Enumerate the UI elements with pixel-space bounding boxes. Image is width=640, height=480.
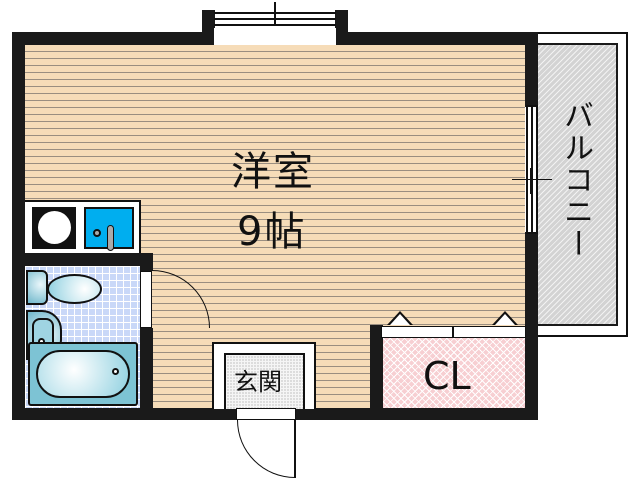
toilet-tank: [26, 270, 48, 305]
wall-closet-left: [370, 325, 383, 420]
closet-area: [383, 337, 525, 408]
wall-bath-right-lower: [140, 328, 153, 420]
bathtub-drain-icon: [112, 368, 119, 375]
balcony-area: [538, 43, 618, 326]
genkan-floor: [224, 353, 305, 409]
wall-right-upper: [525, 32, 538, 107]
western-room-size: 9帖: [237, 209, 307, 255]
gas-stove: [32, 207, 76, 249]
stove-burner-icon: [38, 211, 71, 244]
genkan-label: 玄関: [234, 368, 282, 396]
window-marker: [274, 2, 276, 24]
bathtub: [28, 342, 138, 406]
bathroom-door[interactable]: [140, 271, 152, 328]
entry-door-swing: [237, 420, 295, 478]
kitchen-sink: [84, 207, 134, 251]
entry-door[interactable]: [236, 408, 296, 420]
balcony-label: バルコニー: [558, 100, 593, 260]
sink-drain-icon: [93, 229, 101, 237]
balcony-window-marker-v: [530, 168, 531, 194]
wall-top-left: [12, 32, 214, 45]
closet-door-right[interactable]: [453, 326, 526, 338]
wall-bath-top: [12, 253, 153, 266]
balcony-window-marker: [512, 179, 552, 180]
balcony-window[interactable]: [526, 105, 538, 234]
toilet-icon: [47, 274, 102, 304]
wall-right-lower: [525, 232, 538, 420]
wall-top-right: [335, 32, 538, 45]
closet-label: CL: [423, 354, 471, 398]
wall-bath-right-upper: [140, 253, 153, 271]
western-room-label: 洋室: [231, 149, 315, 195]
closet-door-marker-right-fill: [495, 314, 515, 325]
window-post-right: [335, 10, 348, 45]
window-post-left: [202, 10, 215, 45]
closet-door-left[interactable]: [381, 326, 453, 338]
faucet-icon: [107, 225, 114, 251]
wall-left: [12, 32, 25, 420]
closet-door-marker-left-fill: [390, 314, 410, 325]
